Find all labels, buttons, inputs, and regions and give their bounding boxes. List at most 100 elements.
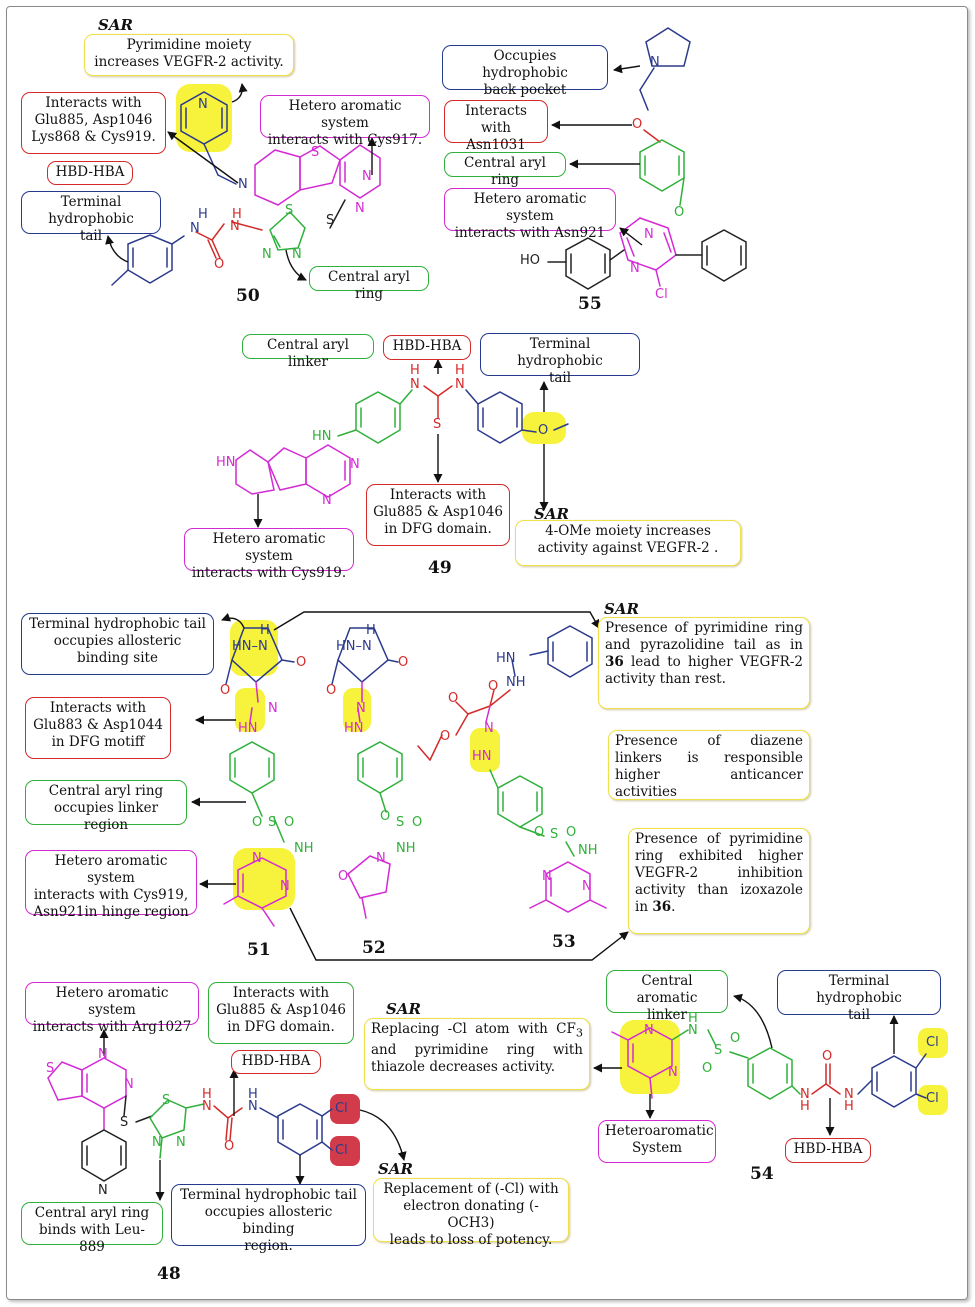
label-terminal-tail-49: Terminal hydrophobic tail	[480, 333, 640, 386]
atom-nh-51: NH	[294, 841, 314, 856]
atom-n1-thiadiazole-48: N	[152, 1135, 162, 1150]
atom-s-sulfonyl-51: S	[268, 815, 277, 830]
atom-s-thiourea-49: S	[433, 417, 442, 432]
chloro-highlights-48	[330, 1094, 360, 1166]
atom-cl2-48: Cl	[335, 1143, 348, 1158]
label-central-aryl-51: Central aryl ring occupies linker region	[25, 780, 187, 833]
atom-o2-52: O	[326, 683, 337, 698]
atom-h1-48: H	[202, 1087, 212, 1102]
atom-s-thieno-48: S	[46, 1061, 55, 1076]
atom-s-thioether-50: S	[326, 213, 335, 228]
sar-pyr-compound-ref: 36	[605, 654, 624, 670]
atom-o-sulf1-53: O	[534, 825, 545, 840]
atom-n2-thiadiazole-48: N	[176, 1135, 186, 1150]
label-hetero-cys917-50: Hetero aromatic system interacts with Cy…	[260, 95, 430, 148]
atom-n-pyr2-54: N	[668, 1065, 678, 1080]
sar-izox-compound-ref: 36	[652, 899, 672, 915]
sar-cf3-subscript: 3	[575, 1026, 583, 1040]
atom-n-isox-52: N	[376, 851, 386, 866]
atom-n-ring-50: N	[238, 177, 248, 192]
atom-o-sulf1-51: O	[252, 815, 263, 830]
atom-n-pyr2-48: N	[124, 1077, 134, 1092]
atom-n-pyr2-55: N	[630, 261, 640, 276]
label-terminal-tail-50: Terminal hydrophobic tail	[21, 191, 161, 244]
atom-n-pyr1-54: N	[644, 1023, 654, 1038]
atom-o-urea-50: O	[214, 257, 225, 272]
sar-heading-50: SAR	[98, 16, 133, 34]
atom-hn-49: HN	[312, 429, 332, 444]
atom-n-pyr2-49: N	[322, 493, 332, 508]
label-hetero-asn921-55: Hetero aromatic system interacts with As…	[444, 188, 616, 241]
compound-number-50: 50	[236, 286, 260, 306]
atom-s-sulfonyl-52: S	[396, 815, 405, 830]
atom-nh-53: NH	[506, 675, 526, 690]
atom-o-ether-55: O	[632, 117, 643, 132]
atom-o3-53: O	[440, 729, 451, 744]
sar-box-diazene: Presence of diazene linkers is responsib…	[608, 730, 810, 800]
atom-n-pyrrolidine-55: N	[650, 55, 660, 70]
atom-o-sulf2-54: O	[702, 1061, 713, 1076]
structure-52	[331, 627, 403, 919]
label-terminal-tail-51: Terminal hydrophobic tail occupies allos…	[21, 613, 214, 675]
atom-hn-n-51: HN–N	[232, 639, 268, 654]
atom-nh-53b: NH	[578, 843, 598, 858]
atom-n-urea1-50: N	[230, 219, 240, 234]
atom-n1-49: N	[410, 377, 420, 392]
atom-n-sulfon-54: N	[688, 1023, 698, 1038]
label-hetero-cys919-51: Hetero aromatic system interacts with Cy…	[25, 850, 197, 920]
sar-box-pyrimidine-50: Pyrimidine moiety increases VEGFR-2 acti…	[84, 34, 294, 76]
compound-number-52: 52	[362, 938, 386, 958]
label-hetero-arg1027-48: Hetero aromatic system interacts with Ar…	[25, 982, 199, 1035]
atom-ho-55: HO	[520, 253, 541, 268]
annotation-arrows	[99, 64, 899, 1201]
sar-pyr-text-a: Presence of pyrimidine ring and pyrazoli…	[605, 620, 803, 653]
sar-pyr-text-b: lead to higher VEGFR-2 activity than res…	[605, 654, 803, 687]
atom-o1-53: O	[488, 679, 499, 694]
figure-frame	[6, 6, 968, 1300]
atom-n2-49: N	[455, 377, 465, 392]
label-central-linker-54: Central aromatic linker	[606, 970, 728, 1023]
atom-h1-49: H	[410, 363, 420, 378]
atom-hn-azo-53: HN	[472, 749, 492, 764]
atom-n-pyr1-53: N	[542, 869, 552, 884]
atom-h1-54: H	[800, 1099, 810, 1114]
atom-h-top-52: H	[366, 623, 376, 638]
atom-cl-55: Cl	[655, 287, 668, 302]
atom-hn-azo-52: HN	[344, 721, 364, 736]
structure-50	[111, 91, 381, 286]
atom-h2-54: H	[844, 1099, 854, 1114]
label-central-aryl-55: Central aryl ring	[444, 152, 566, 188]
atom-cl2-54: Cl	[926, 1091, 939, 1106]
label-hbd-hba-54: HBD-HBA	[785, 1138, 871, 1163]
atom-s-thiadiazole-48: S	[162, 1093, 171, 1108]
atom-n-pyr1-50: N	[362, 169, 372, 184]
atom-n-pyr1-55: N	[644, 227, 654, 242]
atom-o2-53: O	[448, 691, 459, 706]
sar-heading-48: SAR	[378, 1160, 413, 1178]
atom-n-azo-53: N	[484, 721, 494, 736]
atom-nh-52: NH	[396, 841, 416, 856]
sar-heading-49: SAR	[534, 505, 569, 523]
atom-n-urea2-50: N	[190, 221, 200, 236]
label-glu885-49: Interacts with Glu885 & Asp1046 in DFG d…	[366, 484, 510, 546]
atom-o-sulf2-53: O	[566, 825, 577, 840]
label-hbd-hba-48: HBD-HBA	[231, 1050, 321, 1074]
atom-o1-52: O	[398, 655, 409, 670]
sar-izox-text-b: .	[671, 899, 676, 915]
label-glu885-48: Interacts with Glu885 & Asp1046 in DFG d…	[208, 982, 354, 1044]
atom-cl1-54: Cl	[926, 1035, 939, 1050]
atom-n2-urea-54: N	[844, 1087, 854, 1102]
atom-h-urea2-50: H	[198, 207, 208, 222]
atom-s-sulfonyl-54: S	[714, 1043, 723, 1058]
label-glu883-51: Interacts with Glu883 & Asp1044 in DFG m…	[25, 697, 171, 759]
atom-h-54: H	[688, 1011, 698, 1026]
sar-heading-pyr: SAR	[604, 600, 639, 618]
label-interacts-glu885-50: Interacts with Glu885, Asp1046 Lys868 & …	[21, 92, 166, 154]
label-hbd-hba-49: HBD-HBA	[383, 335, 471, 360]
atom-n1-urea-48: N	[202, 1099, 212, 1114]
atom-h2-49: H	[455, 363, 465, 378]
compound-number-48: 48	[157, 1264, 181, 1284]
atom-s-thioether-48: S	[120, 1115, 129, 1130]
atom-n-pyr2-53: N	[582, 879, 592, 894]
